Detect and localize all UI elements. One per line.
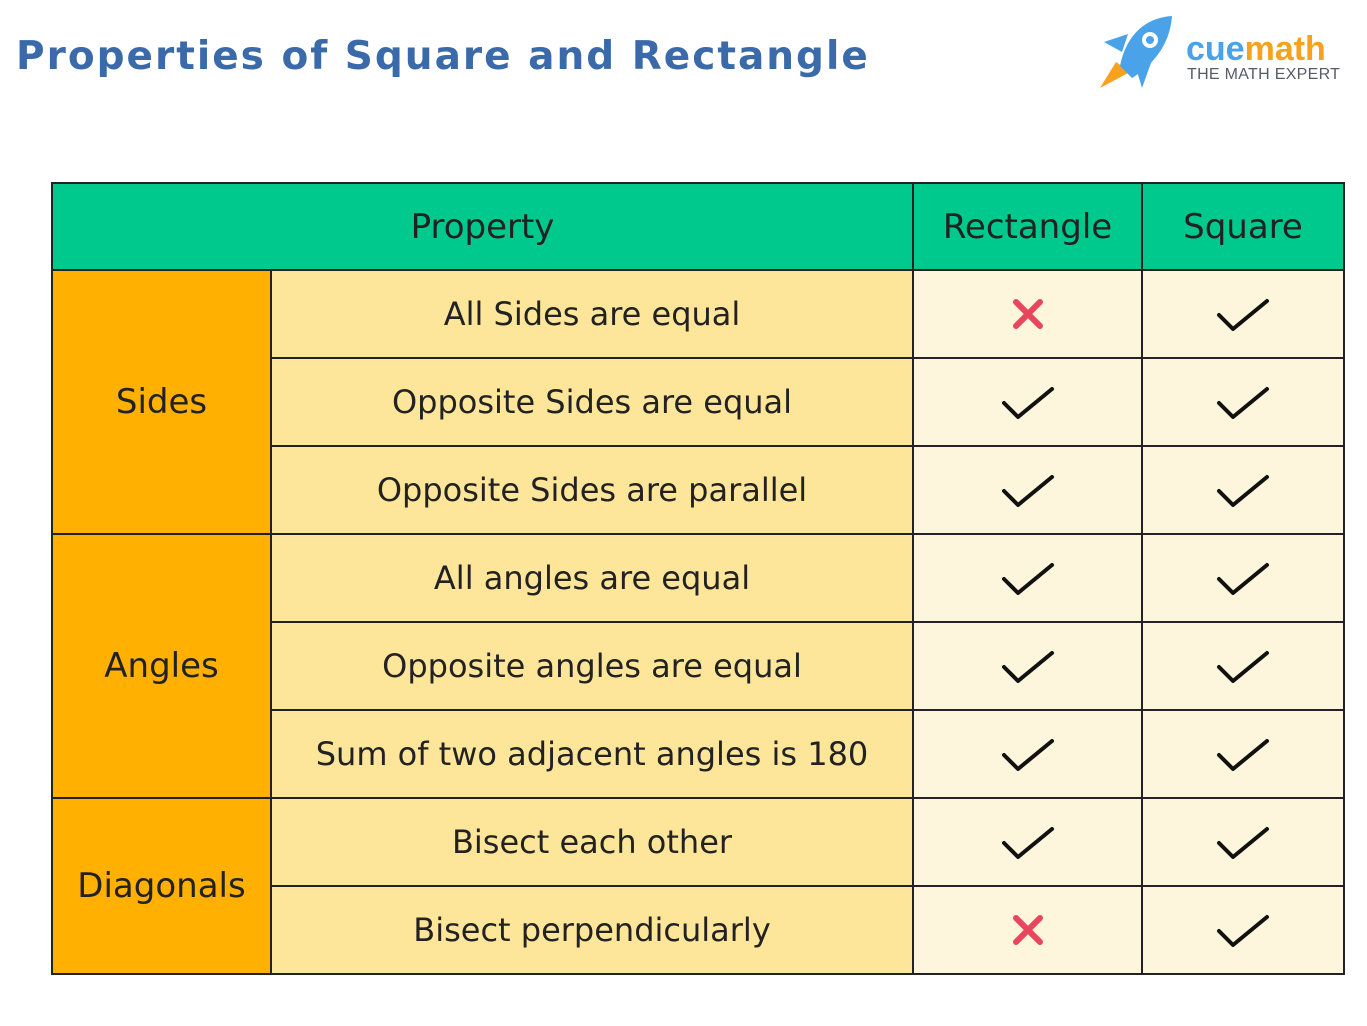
table-row: Diagonals Bisect each other <box>51 797 1345 975</box>
table-row: Sides All Sides are equal <box>51 269 1345 535</box>
rocket-icon <box>1100 16 1172 88</box>
property-cell: Opposite Sides are parallel <box>270 445 914 535</box>
table-row: Opposite Sides are equal <box>52 357 1345 447</box>
header-property: Property <box>51 182 914 271</box>
property-cell: Bisect each other <box>270 797 914 887</box>
rectangle-cell <box>912 357 1143 447</box>
property-cell: Opposite angles are equal <box>270 621 914 711</box>
rectangle-cell <box>912 445 1143 535</box>
group-angles: Angles <box>51 533 272 799</box>
logo-wordmark-math: math <box>1244 30 1326 68</box>
rectangle-cell <box>912 533 1143 623</box>
square-cell <box>1141 445 1345 535</box>
rectangle-cell <box>912 885 1143 975</box>
check-icon <box>914 470 1141 510</box>
logo-tagline: THE MATH EXPERT <box>1187 66 1341 83</box>
table-row: Sum of two adjacent angles is 180 <box>52 709 1345 799</box>
check-icon <box>914 382 1141 422</box>
check-icon <box>1143 822 1343 862</box>
property-cell: All angles are equal <box>270 533 914 623</box>
header-rectangle: Rectangle <box>912 182 1143 271</box>
property-cell: All Sides are equal <box>270 269 914 359</box>
check-icon <box>1143 470 1343 510</box>
check-icon <box>1143 382 1343 422</box>
header-square: Square <box>1141 182 1345 271</box>
square-cell <box>1141 269 1345 359</box>
logo-wordmark: cuemath <box>1186 32 1326 66</box>
check-icon <box>1143 734 1343 774</box>
property-cell: Opposite Sides are equal <box>270 357 914 447</box>
check-icon <box>914 734 1141 774</box>
group-sides: Sides <box>51 269 272 535</box>
table-row: Bisect perpendicularly <box>52 885 1345 975</box>
check-icon <box>1143 558 1343 598</box>
check-icon <box>914 558 1141 598</box>
page-title: Properties of Square and Rectangle <box>16 34 870 79</box>
cross-icon <box>914 913 1141 947</box>
cross-icon <box>914 297 1141 331</box>
rectangle-cell <box>912 621 1143 711</box>
cuemath-logo: cuemath THE MATH EXPERT <box>1096 12 1356 92</box>
table-row: Opposite Sides are parallel <box>52 445 1345 535</box>
group-diagonals: Diagonals <box>51 797 272 975</box>
rectangle-cell <box>912 797 1143 887</box>
logo-wordmark-cue: cue <box>1186 30 1245 68</box>
square-cell <box>1141 357 1345 447</box>
check-icon <box>1143 910 1343 950</box>
square-cell <box>1141 885 1345 975</box>
property-cell: Sum of two adjacent angles is 180 <box>270 709 914 799</box>
square-cell <box>1141 621 1345 711</box>
rectangle-cell <box>912 269 1143 359</box>
table-row: Opposite angles are equal <box>52 621 1345 711</box>
property-cell: Bisect perpendicularly <box>270 885 914 975</box>
square-cell <box>1141 709 1345 799</box>
rectangle-cell <box>912 709 1143 799</box>
check-icon <box>914 822 1141 862</box>
check-icon <box>1143 646 1343 686</box>
properties-table: Property Rectangle Square Sides All Side… <box>51 182 1345 975</box>
check-icon <box>914 646 1141 686</box>
square-cell <box>1141 533 1345 623</box>
table-row: Angles All angles are equal <box>51 533 1345 799</box>
check-icon <box>1143 294 1343 334</box>
table-header-row: Property Rectangle Square <box>51 182 1345 271</box>
square-cell <box>1141 797 1345 887</box>
